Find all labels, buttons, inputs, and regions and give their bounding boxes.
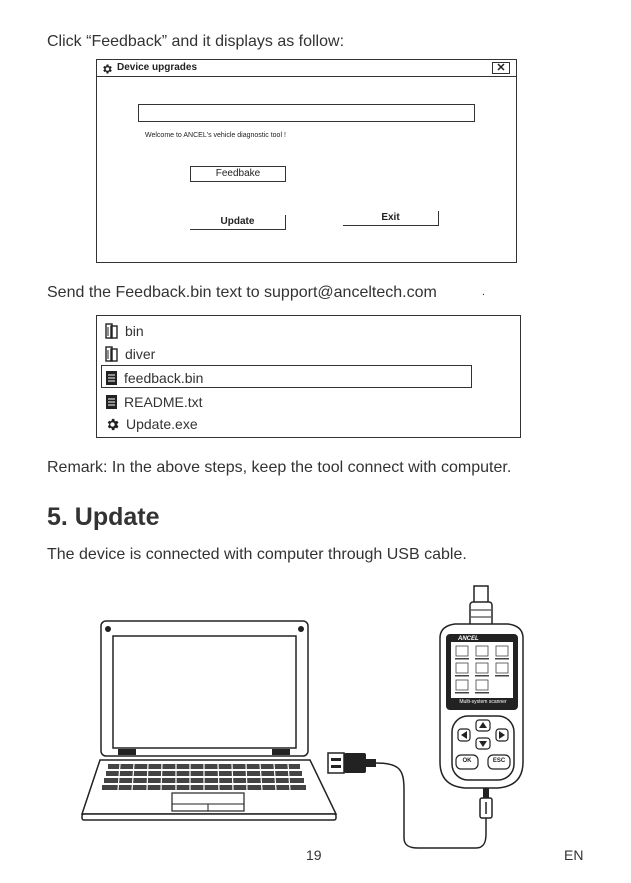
- device-upgrades-dialog: Device upgrades ✕ Welcome to ANCEL's veh…: [96, 59, 517, 263]
- scanner-brand: ANCEL: [458, 636, 479, 642]
- file-list: bin diver feedback.bin README.txt: [96, 315, 521, 438]
- file-name: bin: [125, 323, 144, 339]
- dialog-title-bar: Device upgrades ✕: [97, 60, 516, 77]
- file-row-bin[interactable]: bin: [105, 320, 144, 342]
- laptop-scanner-illustration: [80, 585, 524, 849]
- language-code: EN: [564, 847, 584, 863]
- update-button[interactable]: Update: [190, 215, 286, 230]
- gear-icon: [101, 62, 113, 80]
- feedback-button[interactable]: Feedbake: [190, 166, 286, 182]
- welcome-text: Welcome to ANCEL's vehicle diagnostic to…: [145, 132, 286, 139]
- laptop-illustration: [80, 620, 338, 821]
- remark-text: Remark: In the above steps, keep the too…: [47, 459, 512, 476]
- file-row-feedback-bin[interactable]: feedback.bin: [105, 367, 203, 389]
- send-feedback-text: Send the Feedback.bin text to support@an…: [47, 284, 437, 301]
- file-name: feedback.bin: [124, 370, 204, 386]
- document-icon: [106, 395, 117, 409]
- file-name: Update.exe: [126, 416, 198, 432]
- scanner-esc-button: ESC: [492, 758, 506, 764]
- path-input[interactable]: [138, 104, 475, 122]
- file-name: README.txt: [124, 394, 203, 410]
- usb-plug-mini: [479, 785, 493, 819]
- document-icon: [106, 371, 117, 385]
- folder-icon: [105, 323, 118, 339]
- page-number: 19: [306, 847, 322, 863]
- update-description: The device is connected with computer th…: [47, 546, 467, 563]
- file-row-readme[interactable]: README.txt: [105, 391, 203, 413]
- close-button[interactable]: ✕: [492, 62, 510, 74]
- selected-row-highlight: [101, 365, 472, 388]
- section-heading: 5. Update: [47, 503, 160, 531]
- file-row-update-exe[interactable]: Update.exe: [105, 413, 198, 435]
- obd-scanner-illustration: [439, 585, 524, 789]
- file-name: diver: [125, 346, 156, 362]
- scanner-ok-button: OK: [462, 758, 472, 764]
- intro-text: Click “Feedback” and it displays as foll…: [47, 33, 345, 50]
- gear-icon: [107, 418, 119, 430]
- dialog-title: Device upgrades: [117, 62, 198, 73]
- usb-plug-a: [327, 752, 376, 774]
- exit-button[interactable]: Exit: [343, 211, 439, 226]
- send-period: .: [482, 286, 486, 298]
- scanner-caption: Multi-system scanner: [459, 699, 507, 705]
- folder-icon: [105, 346, 118, 362]
- file-row-diver[interactable]: diver: [105, 343, 155, 365]
